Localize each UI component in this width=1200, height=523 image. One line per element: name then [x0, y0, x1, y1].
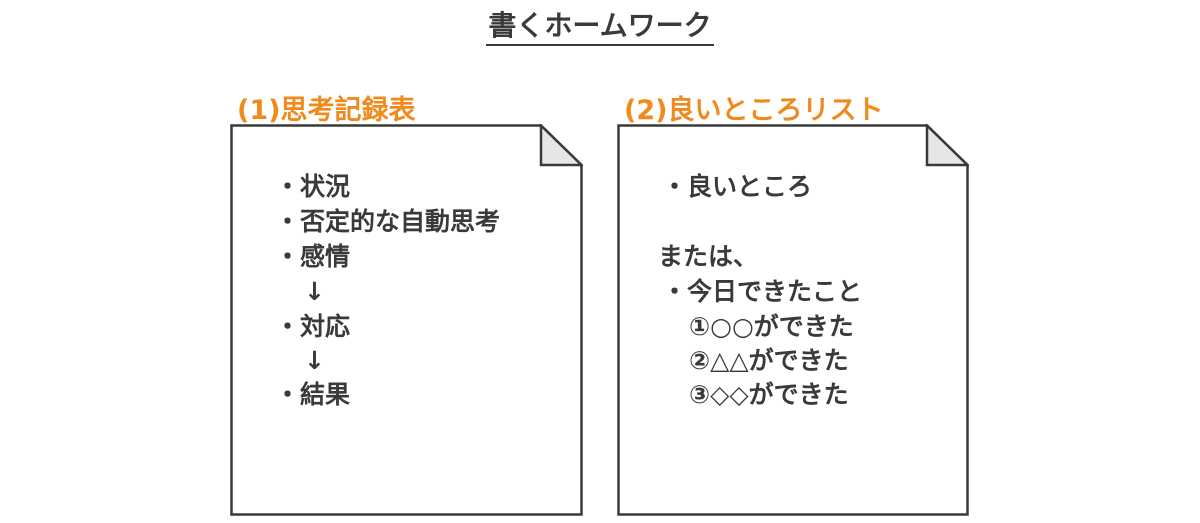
note-line: ①○○ができた	[689, 312, 854, 341]
note-line: ・否定的な自動思考	[275, 207, 501, 236]
down-arrow: ↓	[304, 346, 325, 375]
note-line: ③◇◇ができた	[689, 380, 849, 409]
note-line: ・感情	[275, 242, 351, 271]
note-line: ・良いところ	[662, 172, 813, 201]
good-points-note: ・良いところ または、 ・今日できたこと ①○○ができた ②△△ができた ③◇◇…	[617, 124, 969, 516]
page-title-text: 書くホームワーク	[486, 8, 714, 46]
note-line: ②△△ができた	[689, 346, 849, 375]
good-points-list-heading: (2)良いところリスト	[624, 95, 884, 126]
note-line: ・状況	[275, 172, 351, 201]
note-line: ・今日できたこと	[662, 277, 863, 306]
down-arrow: ↓	[304, 277, 325, 306]
note-line: ・結果	[275, 380, 351, 409]
note-line: ・対応	[275, 312, 351, 341]
note-paper-shape	[230, 124, 583, 516]
page-title: 書くホームワーク	[0, 8, 1200, 46]
thought-record-note: ・状況 ・否定的な自動思考 ・感情 ↓ ・対応 ↓ ・結果	[230, 124, 583, 516]
note-paper-shape	[617, 124, 969, 516]
thought-record-heading: (1)思考記録表	[237, 95, 416, 126]
note-line: または、	[658, 242, 759, 271]
